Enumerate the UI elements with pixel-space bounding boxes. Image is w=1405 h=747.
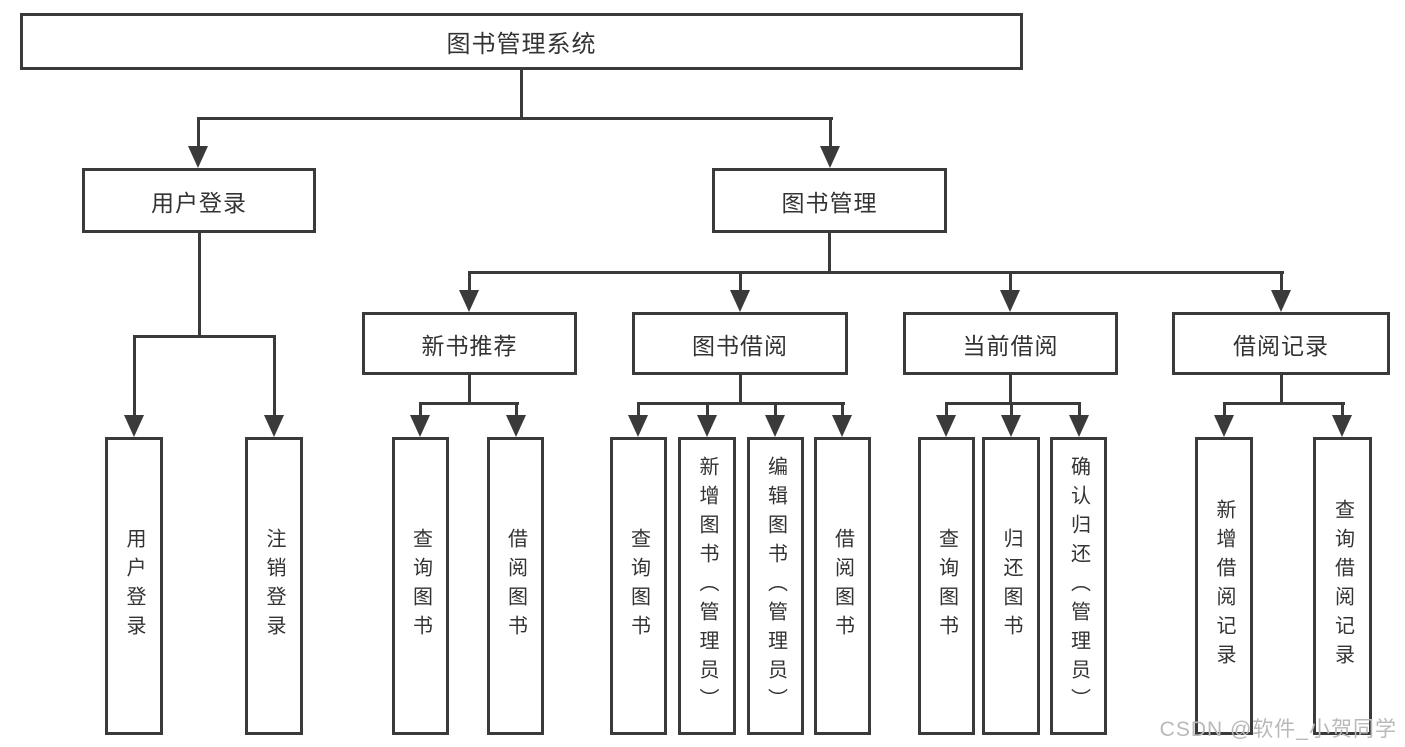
- connector-stem: [419, 402, 422, 417]
- connector-records-drop: [1280, 375, 1283, 404]
- arrow-down-icon: [264, 415, 284, 437]
- connector-stem: [841, 402, 844, 417]
- connector-recommend-rail: [419, 402, 519, 405]
- leaf-query-borrow-record: 查询借阅记录: [1313, 437, 1372, 735]
- leaf-query-books-recommend: 查询图书: [392, 437, 449, 735]
- arrow-down-icon: [124, 415, 144, 437]
- connector-borrowing-drop: [739, 375, 742, 404]
- leaf-add-book-admin-label: 新增图书（管理员）: [696, 455, 718, 717]
- connector-stem: [945, 402, 948, 417]
- node-new-book-recommendation: 新书推荐: [362, 312, 577, 375]
- connector-stem: [829, 117, 832, 148]
- leaf-edit-book-admin: 编辑图书（管理员）: [747, 437, 804, 735]
- arrow-down-icon: [1271, 290, 1291, 312]
- leaf-return-books-label: 归还图书: [1000, 528, 1022, 644]
- node-borrowing-records: 借阅记录: [1172, 312, 1390, 375]
- arrow-down-icon: [936, 415, 956, 437]
- connector-records-rail: [1223, 402, 1345, 405]
- connector-stem: [197, 117, 200, 148]
- arrow-down-icon: [1000, 290, 1020, 312]
- leaf-query-books-borrowing-label: 查询图书: [627, 528, 650, 644]
- connector-stem: [1280, 271, 1283, 292]
- connector-stem: [637, 402, 640, 417]
- connector-stem: [1010, 402, 1013, 417]
- connector-borrowing-rail: [637, 402, 845, 405]
- connector-root-rail: [197, 117, 833, 120]
- connector-stem: [706, 402, 709, 417]
- connector-recommend-drop: [468, 375, 471, 404]
- node-book-management: 图书管理: [712, 168, 947, 233]
- arrow-down-icon: [1001, 415, 1021, 437]
- leaf-borrow-books-recommend-label: 借阅图书: [504, 528, 527, 644]
- node-book-borrowing: 图书借阅: [632, 312, 848, 375]
- connector-stem: [1223, 402, 1226, 417]
- connector-stem: [133, 335, 136, 417]
- connector-stem: [739, 271, 742, 292]
- connector-book-mgmt-rail: [468, 271, 1284, 274]
- leaf-add-borrow-record: 新增借阅记录: [1195, 437, 1253, 735]
- leaf-query-books-borrowing: 查询图书: [610, 437, 667, 735]
- arrow-down-icon: [730, 290, 750, 312]
- node-current-borrowing: 当前借阅: [903, 312, 1118, 375]
- connector-stem: [515, 402, 518, 417]
- leaf-logout: 注销登录: [245, 437, 303, 735]
- connector-current-rail: [945, 402, 1081, 405]
- arrow-down-icon: [832, 415, 852, 437]
- arrow-down-icon: [188, 146, 208, 168]
- arrow-down-icon: [1069, 415, 1089, 437]
- leaf-add-borrow-record-label: 新增借阅记录: [1213, 499, 1235, 673]
- leaf-user-login: 用户登录: [105, 437, 163, 735]
- leaf-add-book-admin: 新增图书（管理员）: [678, 437, 736, 735]
- leaf-confirm-return-admin-label: 确认归还（管理员）: [1067, 455, 1090, 717]
- node-library-management-system: 图书管理系统: [20, 13, 1023, 70]
- arrow-down-icon: [410, 415, 430, 437]
- connector-stem: [774, 402, 777, 417]
- leaf-logout-label: 注销登录: [263, 528, 285, 644]
- connector-user-login-drop: [198, 233, 201, 337]
- csdn-watermark: CSDN @软件_小贺同学: [1159, 718, 1397, 741]
- leaf-query-books-recommend-label: 查询图书: [409, 528, 432, 644]
- node-user-login: 用户登录: [82, 168, 316, 233]
- leaf-return-books: 归还图书: [982, 437, 1040, 735]
- connector-stem: [1341, 402, 1344, 417]
- leaf-query-books-current-label: 查询图书: [935, 528, 958, 644]
- arrow-down-icon: [1214, 415, 1234, 437]
- leaf-query-borrow-record-label: 查询借阅记录: [1331, 499, 1354, 673]
- arrow-down-icon: [820, 146, 840, 168]
- connector-stem: [1078, 402, 1081, 417]
- arrow-down-icon: [628, 415, 648, 437]
- connector-stem: [273, 335, 276, 417]
- arrow-down-icon: [697, 415, 717, 437]
- connector-stem: [468, 271, 471, 292]
- arrow-down-icon: [459, 290, 479, 312]
- connector-current-drop: [1009, 375, 1012, 404]
- arrow-down-icon: [506, 415, 526, 437]
- connector-book-mgmt-drop: [828, 233, 831, 273]
- connector-root-drop: [520, 69, 523, 118]
- leaf-borrow-books-recommend: 借阅图书: [487, 437, 544, 735]
- leaf-query-books-current: 查询图书: [918, 437, 975, 735]
- leaf-borrow-books: 借阅图书: [814, 437, 871, 735]
- arrow-down-icon: [1332, 415, 1352, 437]
- leaf-confirm-return-admin: 确认归还（管理员）: [1050, 437, 1107, 735]
- leaf-edit-book-admin-label: 编辑图书（管理员）: [764, 455, 787, 717]
- arrow-down-icon: [765, 415, 785, 437]
- connector-user-login-rail: [133, 335, 276, 338]
- connector-stem: [1009, 271, 1012, 292]
- leaf-user-login-label: 用户登录: [123, 528, 145, 644]
- leaf-borrow-books-label: 借阅图书: [831, 528, 854, 644]
